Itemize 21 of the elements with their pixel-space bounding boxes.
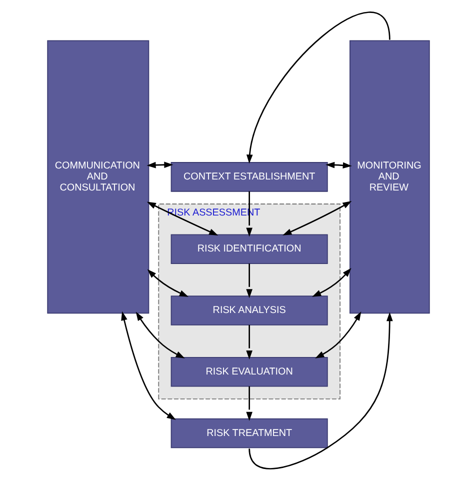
arrow (146, 162, 173, 168)
arrow (248, 312, 392, 470)
arrow (325, 162, 352, 169)
arrow (314, 312, 361, 358)
node-box: CONTEXT ESTABLISHMENT (170, 162, 328, 192)
node-box: MONITORING AND REVIEW (349, 40, 430, 314)
arrow (146, 269, 188, 297)
arrow (246, 264, 252, 298)
node-box: RISK TREATMENT (170, 418, 328, 448)
node-box: RISK IDENTIFICATION (170, 234, 328, 264)
arrow (246, 386, 252, 421)
node-box: RISK EVALUATION (170, 356, 328, 387)
node-box: RISK ANALYSIS (170, 296, 328, 326)
arrow (120, 311, 176, 420)
arrow (282, 200, 352, 236)
arrow (246, 12, 390, 164)
arrow (246, 191, 252, 237)
arrow (312, 268, 351, 297)
arrow (135, 312, 184, 358)
node-box: COMMUNICATION AND CONSULTATION (46, 40, 149, 314)
arrow (246, 324, 252, 360)
